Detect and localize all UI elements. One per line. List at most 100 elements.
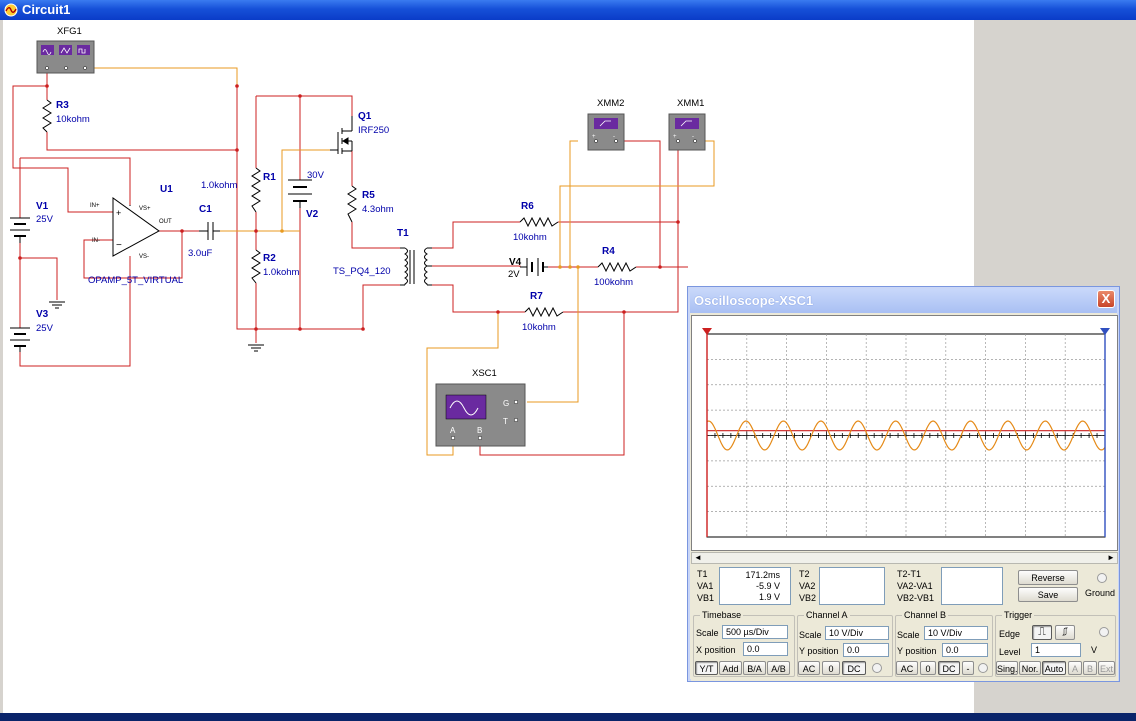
multimeter-xmm2[interactable]: +- — [587, 113, 625, 151]
trigger-auto-button[interactable]: Auto — [1042, 661, 1066, 675]
u1-pin-vs-plus: VS+ — [139, 206, 151, 212]
t1-value: 171.2ms — [745, 570, 780, 580]
v3-value: 25V — [36, 323, 54, 334]
r4-value: 100kohm — [594, 277, 633, 288]
ba-button[interactable]: B/A — [743, 661, 766, 675]
falling-edge-icon[interactable]: ⎎ — [1055, 625, 1075, 640]
channel-a-zero-button[interactable]: 0 — [822, 661, 840, 675]
trigger-ext-button[interactable]: Ext — [1098, 661, 1115, 675]
u1-pin-out: OUT — [159, 219, 172, 225]
q1-ref: Q1 — [358, 111, 372, 122]
trigger-normal-button[interactable]: Nor. — [1019, 661, 1041, 675]
battery-v4[interactable] — [520, 258, 548, 276]
ground-radio[interactable] — [1097, 573, 1107, 583]
trigger-a-button[interactable]: A — [1068, 661, 1082, 675]
channel-b-invert-button[interactable]: - — [962, 661, 974, 675]
v3-ref: V3 — [36, 309, 49, 320]
channel-a-scale-input[interactable]: 10 V/Div — [825, 626, 889, 640]
resistor-r6[interactable] — [519, 216, 559, 228]
x-position-input[interactable]: 0.0 — [743, 642, 788, 656]
capacitor-c1[interactable] — [199, 222, 220, 240]
battery-v3[interactable] — [10, 327, 30, 352]
channel-b-zero-button[interactable]: 0 — [920, 661, 936, 675]
v4-ref: V4 — [509, 257, 522, 268]
channel-b-dc-button[interactable]: DC — [938, 661, 960, 675]
oscilloscope-titlebar[interactable]: Oscilloscope-XSC1 — [690, 289, 1117, 313]
scroll-right-icon[interactable]: ► — [1107, 553, 1115, 562]
save-button[interactable]: Save — [1018, 587, 1078, 602]
transformer-t1[interactable] — [400, 247, 432, 286]
cursor-t1-handle[interactable] — [702, 328, 712, 335]
scope-graticule — [702, 328, 1110, 538]
ground-label: Ground — [1085, 588, 1116, 598]
reverse-button[interactable]: Reverse — [1018, 570, 1078, 585]
resistor-r2[interactable] — [251, 249, 261, 284]
oscilloscope-window[interactable]: Oscilloscope-XSC1 X ◄ ► T1 VA1 VB1 — [687, 286, 1120, 682]
close-icon[interactable]: X — [1097, 290, 1115, 308]
function-generator-xfg1[interactable] — [36, 40, 95, 74]
ground-symbol-2 — [248, 344, 264, 352]
add-button[interactable]: Add — [719, 661, 742, 675]
battery-v1[interactable] — [10, 217, 30, 243]
mosfet-q1[interactable] — [330, 116, 353, 154]
channel-b-ac-button[interactable]: AC — [896, 661, 918, 675]
r6-ref: R6 — [521, 201, 534, 212]
channel-a-dc-button[interactable]: DC — [842, 661, 866, 675]
channel-a-scale-label: Scale — [799, 630, 822, 640]
v4-value: 2V — [508, 269, 520, 280]
channel-b-ypos-input[interactable]: 0.0 — [942, 643, 988, 657]
circuit-schematic: XFG1 R3 10kohm V1 25V V3 25V + − IN+ IN-… — [10, 26, 715, 456]
oscilloscope-body: ◄ ► T1 VA1 VB1 171.2ms -5.9 V 1.9 V T2 V… — [691, 315, 1118, 681]
multisim-app-icon — [4, 3, 18, 17]
channel-a-ac-button[interactable]: AC — [798, 661, 820, 675]
trigger-level-input[interactable]: 1 — [1031, 643, 1081, 657]
ground-symbol-1 — [49, 301, 65, 309]
cursor-t2-handle[interactable] — [1100, 328, 1110, 335]
cursor1-readout: 171.2ms -5.9 V 1.9 V — [719, 567, 791, 605]
channel-b-ypos-label: Y position — [897, 646, 937, 656]
status-strip — [0, 713, 1136, 721]
c1-value: 3.0uF — [188, 248, 212, 259]
r4-ref: R4 — [602, 246, 615, 257]
scope-hscrollbar[interactable]: ◄ ► — [691, 552, 1118, 564]
battery-v2[interactable] — [288, 179, 312, 208]
opamp-u1[interactable]: + − — [112, 197, 160, 257]
scope-display[interactable] — [691, 315, 1118, 551]
xfg1-label: XFG1 — [57, 26, 82, 37]
resistor-r7[interactable] — [524, 306, 564, 318]
channel-a-ypos-input[interactable]: 0.0 — [843, 643, 889, 657]
junction-dots — [18, 84, 680, 331]
channel-a-group: Channel A — [797, 610, 893, 677]
resistor-r3[interactable] — [42, 99, 52, 133]
vb2vb1-label: VB2-VB1 — [897, 593, 935, 603]
multimeter-xmm1[interactable]: +- — [668, 113, 706, 151]
timebase-scale-input[interactable]: 500 µs/Div — [722, 625, 788, 639]
trigger-radio[interactable] — [1099, 627, 1109, 637]
c1-ref: C1 — [199, 204, 212, 215]
yt-button[interactable]: Y/T — [695, 661, 718, 675]
rising-edge-icon[interactable]: ⎍ — [1032, 625, 1052, 640]
ab-button[interactable]: A/B — [767, 661, 790, 675]
channel-a-ypos-label: Y position — [799, 646, 839, 656]
window-titlebar[interactable]: Circuit1 — [0, 0, 1136, 20]
scroll-left-icon[interactable]: ◄ — [694, 553, 702, 562]
channel-b-radio[interactable] — [978, 663, 988, 673]
orange-wires — [85, 67, 715, 456]
vb1-label: VB1 — [697, 593, 715, 603]
resistor-r4[interactable] — [597, 261, 637, 273]
resistor-r1[interactable] — [251, 167, 261, 213]
channel-b-group: Channel B — [895, 610, 993, 677]
trigger-single-button[interactable]: Sing. — [996, 661, 1018, 675]
resistor-r5[interactable] — [347, 185, 357, 223]
trigger-b-button[interactable]: B — [1083, 661, 1097, 675]
r5-value: 4.3ohm — [362, 204, 394, 215]
channel-a-trace — [706, 420, 1106, 451]
channel-b-scale-input[interactable]: 10 V/Div — [924, 626, 988, 640]
oscilloscope-title: Oscilloscope-XSC1 — [694, 293, 814, 308]
svg-text:-: - — [613, 134, 615, 140]
oscilloscope-xsc1-instrument[interactable] — [435, 383, 526, 447]
svg-text:+: + — [592, 134, 596, 140]
channel-a-radio[interactable] — [872, 663, 882, 673]
trigger-edge-label: Edge — [999, 629, 1021, 639]
cursor2-readout — [819, 567, 885, 605]
